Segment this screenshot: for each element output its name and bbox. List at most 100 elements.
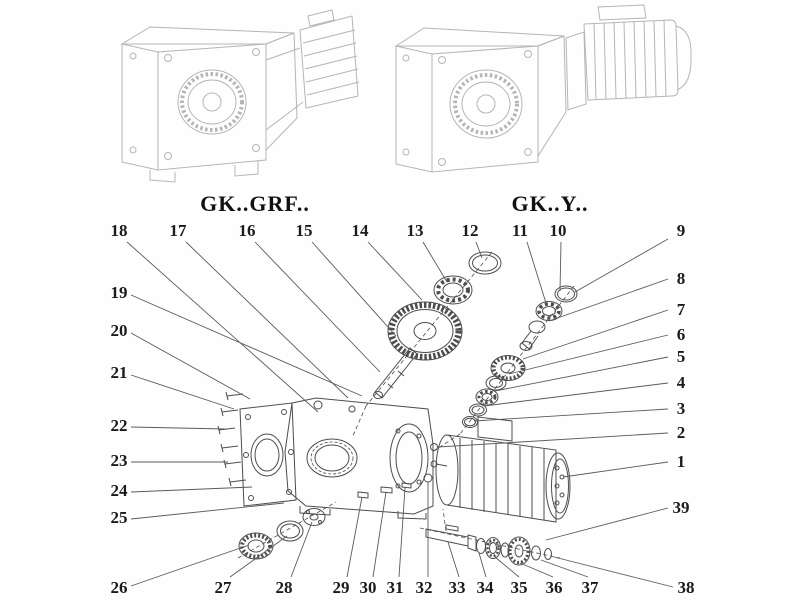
exploded-gear-housing (284, 397, 461, 520)
part-number-5: 5 (677, 347, 686, 366)
input-bearing (535, 301, 563, 321)
part-number-39: 39 (673, 498, 690, 517)
part-number-15: 15 (296, 221, 313, 240)
motor-body (583, 4, 692, 101)
motor-terminal-box (477, 416, 513, 442)
exploded-electric-motor (430, 416, 571, 523)
assembled-gearbox-drawing (120, 9, 360, 183)
leader-line-9 (574, 238, 669, 293)
small-bearing (475, 388, 499, 406)
bearing-cover (302, 508, 326, 526)
leader-line-34 (478, 552, 487, 578)
part-number-33: 33 (449, 578, 466, 597)
motor-flange-face (389, 423, 429, 493)
part-number-34: 34 (477, 578, 495, 597)
assembled-gearmotor-drawing (394, 4, 692, 173)
exploded-mounting-flange (239, 402, 297, 507)
terminal-box (597, 4, 647, 21)
part-number-23: 23 (111, 451, 128, 470)
part-number-26: 26 (111, 578, 128, 597)
part-number-2: 2 (677, 423, 686, 442)
part-number-12: 12 (462, 221, 479, 240)
washer (485, 375, 507, 391)
leader-line-13 (422, 241, 448, 283)
variant-label-right: GK..Y.. (511, 191, 589, 216)
fan-cover (545, 452, 571, 520)
pinion-shaft (528, 320, 546, 334)
part-number-17: 17 (170, 221, 188, 240)
part-number-11: 11 (512, 221, 528, 240)
part-number-32: 32 (416, 578, 433, 597)
exploded-output-shaft-parts (419, 508, 561, 566)
part-number-16: 16 (239, 221, 256, 240)
leader-line-22 (130, 426, 226, 430)
part-number-35: 35 (511, 578, 528, 597)
part-number-38: 38 (678, 578, 695, 597)
part-number-30: 30 (360, 578, 377, 597)
exploded-input-shaft-stack (459, 285, 578, 435)
leader-line-16 (254, 241, 381, 373)
part-number-4: 4 (677, 373, 686, 392)
part-number-25: 25 (111, 508, 128, 527)
ball-bearing (433, 275, 473, 305)
leader-line-39 (545, 507, 669, 541)
leader-line-35 (494, 556, 520, 578)
leader-line-6 (508, 334, 669, 375)
leader-line-10 (559, 241, 562, 292)
finned-input-cover (299, 15, 359, 109)
leader-line-11 (526, 241, 547, 304)
part-number-1: 1 (677, 452, 686, 471)
shaft-key (445, 524, 459, 532)
part-number-36: 36 (546, 578, 563, 597)
part-number-24: 24 (111, 481, 129, 500)
seal-ring-lower (276, 520, 304, 542)
leader-line-19 (130, 294, 363, 397)
part-number-10: 10 (550, 221, 567, 240)
leader-line-1 (562, 461, 669, 478)
part-number-14: 14 (352, 221, 370, 240)
leader-line-20 (130, 332, 251, 400)
leader-line-30 (372, 491, 387, 578)
leader-line-36 (519, 562, 554, 578)
retaining-ring (554, 285, 578, 303)
callout-layer: 1234567891011121314151617181920212223242… (111, 221, 695, 597)
leader-line-3 (473, 408, 669, 422)
leader-line-37 (540, 559, 589, 578)
housing-bore (306, 438, 358, 478)
leader-line-15 (311, 241, 397, 337)
leader-line-17 (185, 241, 349, 399)
leader-line-29 (346, 496, 363, 578)
exploded-output-gear-stack (365, 251, 502, 407)
leader-line-27 (229, 535, 288, 578)
variant-label-left: GK..GRF.. (200, 191, 310, 216)
snap-ring (468, 251, 502, 275)
part-number-20: 20 (111, 321, 128, 340)
exploded-keys-and-plugs (357, 473, 433, 499)
leader-line-21 (130, 374, 235, 410)
pinion-gear (507, 536, 531, 566)
part-number-28: 28 (276, 578, 293, 597)
part-number-21: 21 (111, 363, 128, 382)
part-number-27: 27 (215, 578, 233, 597)
part-number-7: 7 (677, 300, 686, 319)
leader-line-12 (475, 241, 483, 259)
output-shaft (374, 347, 418, 399)
leader-line-24 (130, 486, 253, 493)
part-number-3: 3 (677, 399, 686, 418)
part-number-8: 8 (677, 269, 686, 288)
shim (469, 403, 487, 417)
leader-line-5 (494, 356, 669, 392)
plug-screw (430, 443, 438, 451)
leader-line-8 (548, 278, 669, 322)
leader-line-18 (126, 241, 319, 413)
leader-line-4 (483, 382, 669, 407)
leader-line-7 (522, 309, 669, 360)
leader-line-31 (398, 487, 406, 578)
part-number-37: 37 (582, 578, 600, 597)
part-number-13: 13 (407, 221, 424, 240)
leader-line-28 (290, 521, 313, 578)
part-number-18: 18 (111, 221, 128, 240)
part-number-9: 9 (677, 221, 686, 240)
